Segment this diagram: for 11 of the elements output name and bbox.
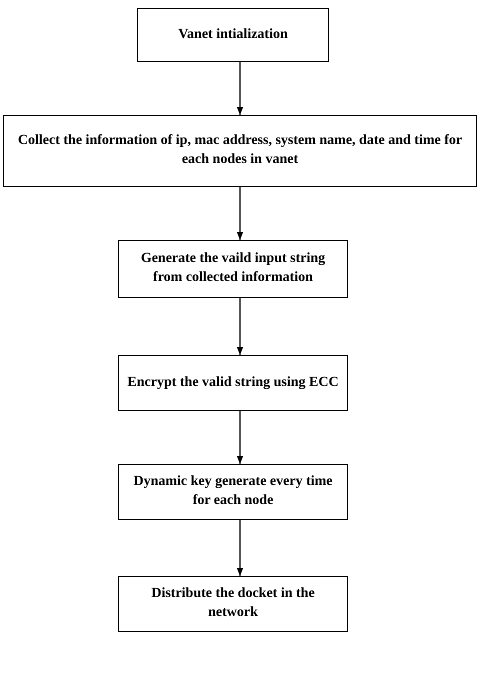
arrow — [236, 62, 244, 115]
arrow — [236, 520, 244, 576]
process-box: Encrypt the valid string using ECC — [118, 355, 348, 411]
arrow — [236, 187, 244, 240]
process-box: Generate the vaild input string from collected information — [118, 240, 348, 298]
arrow — [236, 411, 244, 464]
process-box: Vanet intialization — [137, 8, 329, 62]
process-box: Collect the information of ip, mac address, system name, date and time for each nodes in vanet — [3, 115, 477, 187]
process-box: Distribute the docket in the network — [118, 576, 348, 632]
arrow — [236, 298, 244, 355]
process-box: Dynamic key generate every time for each node — [118, 464, 348, 520]
